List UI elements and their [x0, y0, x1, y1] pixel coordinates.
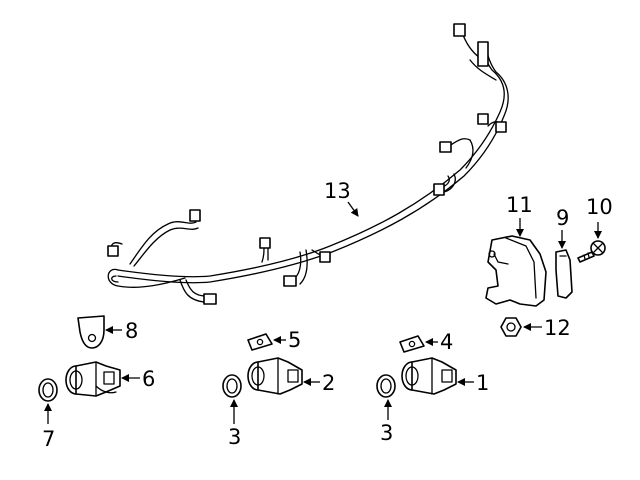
callout-13: 13 — [324, 179, 351, 203]
harness-connector — [433, 183, 445, 196]
callout-10: 10 — [586, 195, 613, 219]
harness-connector — [439, 141, 452, 153]
parking-sensor-center — [247, 357, 303, 395]
harness-connector — [203, 293, 217, 305]
sensor-ring-right — [376, 374, 396, 398]
harness-connector — [319, 251, 331, 263]
sensor-clip-right — [399, 335, 425, 353]
harness-connector — [107, 245, 119, 257]
sensor-ring-left — [38, 378, 58, 402]
callout-labels: 1 2 3 3 4 5 6 7 8 9 10 11 12 13 — [42, 179, 613, 451]
harness-connector — [495, 121, 507, 133]
nut — [500, 317, 522, 337]
harness-connector — [477, 41, 489, 67]
callout-3: 3 — [228, 425, 241, 449]
callout-11: 11 — [506, 193, 533, 217]
arrow-13 — [347, 201, 359, 217]
sensor-clip-center — [247, 333, 273, 351]
callout-9: 9 — [556, 206, 569, 230]
harness-connector — [477, 113, 489, 125]
parking-sensor-left — [65, 361, 121, 397]
sensor-mount-plate — [77, 315, 105, 349]
callout-12: 12 — [544, 316, 571, 340]
callout-3: 3 — [380, 421, 393, 445]
sensor-bracket — [485, 235, 547, 307]
harness-connector — [259, 237, 271, 249]
callout-4: 4 — [440, 330, 453, 354]
callout-7: 7 — [42, 427, 55, 451]
parking-sensor-right — [401, 357, 457, 395]
harness-connector — [189, 209, 201, 222]
bracket-pad — [555, 249, 573, 299]
screw — [577, 240, 606, 263]
callout-2: 2 — [322, 371, 335, 395]
wiring-harness — [107, 23, 509, 305]
harness-connector — [453, 23, 466, 37]
sensor-ring-center — [222, 374, 242, 398]
callout-8: 8 — [125, 319, 138, 343]
callout-5: 5 — [288, 328, 301, 352]
callout-1: 1 — [476, 371, 489, 395]
leader-arrows — [44, 201, 602, 424]
harness-connector — [283, 275, 297, 287]
callout-6: 6 — [142, 367, 155, 391]
